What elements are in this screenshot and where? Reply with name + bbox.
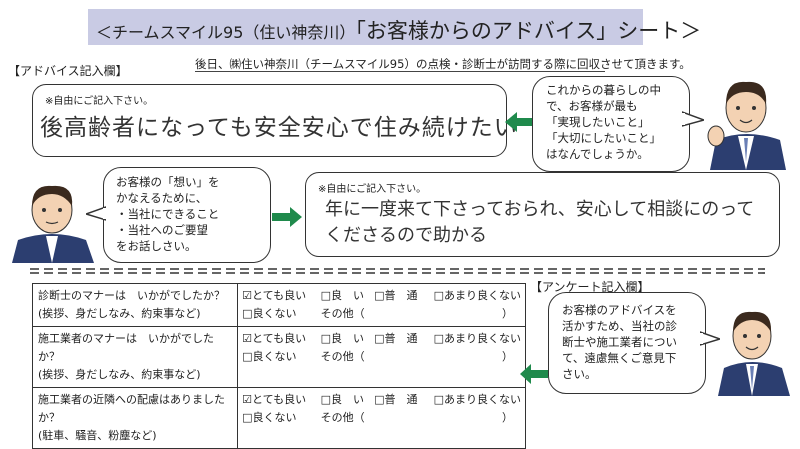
- handwritten-answer-1: 後高齢者になっても安全安心で住み続けたい: [40, 115, 518, 141]
- arrow-left-icon: [520, 364, 548, 384]
- option-other[interactable]: その他（: [320, 350, 365, 363]
- option-bad[interactable]: □良くない: [242, 411, 297, 424]
- advisor-illustration-3: [718, 311, 790, 396]
- title-prefix: ＜チームスマイル95（住い神奈川）: [96, 23, 356, 42]
- bubble-tail-icon: [682, 111, 704, 127]
- survey-options: ☑とても良い □良 い □普 通 □あまり良くない □良くない その他（ ）: [237, 326, 526, 388]
- option-normal[interactable]: □普 通: [374, 332, 418, 345]
- free-entry-note-2: ※自由にご記入下さい。: [318, 184, 427, 195]
- survey-question: 施工業者のマナーは いかがでしたか？(挨拶、身だしなみ、約束事など): [31, 326, 239, 388]
- collection-notice: 後日、㈱住い神奈川（チームスマイル95）の点検・診断士が訪問する際に回収させて頂…: [195, 57, 691, 71]
- option-very-good[interactable]: ☑とても良い: [242, 332, 307, 345]
- header-banner: [88, 9, 643, 45]
- bubble-tail-icon: [700, 331, 720, 346]
- section-divider: [30, 268, 765, 274]
- option-not-good[interactable]: □あまり良くない: [433, 289, 521, 302]
- prompt-bubble-2: [103, 167, 271, 263]
- handwritten-answer-2: 年に一度来て下さっておられ、安心して相談にのって くださるので助かる: [325, 199, 755, 246]
- option-good[interactable]: □良 い: [320, 332, 364, 345]
- option-bad[interactable]: □良くない: [242, 307, 297, 320]
- notice-underline: [195, 71, 605, 72]
- option-very-good[interactable]: ☑とても良い: [242, 289, 307, 302]
- survey-row: 施工業者の近隣への配慮はありましたか？(駐車、騒音、粉塵など) ☑とても良い □…: [31, 387, 526, 449]
- bubble-tail-icon: [86, 206, 106, 221]
- advice-box-2[interactable]: [305, 172, 780, 257]
- survey-row: 施工業者のマナーは いかがでしたか？(挨拶、身だしなみ、約束事など) ☑とても良…: [31, 326, 526, 388]
- advice-section-label: 【アドバイス記入欄】: [8, 64, 128, 78]
- survey-row: 診断士のマナーは いかがでしたか？(挨拶、身だしなみ、約束事など) ☑とても良い…: [31, 283, 526, 327]
- page-title: ＜チームスマイル95（住い神奈川）「お客様からのアドバイス」シート＞: [96, 15, 701, 45]
- survey-section-label: 【アンケート記入欄】: [530, 280, 650, 294]
- prompt-text-2: お客様の「想い」を かなえるために、 ・当社にできること ・当社へのご要望 をお…: [116, 175, 220, 253]
- prompt-text-1: これからの暮らしの中 で、お客様が最も 「実現したいこと」 「大切にしたいこと」…: [546, 83, 661, 161]
- title-main: 「お客様からのアドバイス」シート＞: [355, 19, 702, 43]
- option-other[interactable]: その他（: [320, 307, 365, 320]
- option-not-good[interactable]: □あまり良くない: [433, 393, 521, 406]
- free-entry-note-1: ※自由にご記入下さい。: [45, 96, 154, 107]
- survey-question: 施工業者の近隣への配慮はありましたか？(駐車、騒音、粉塵など): [31, 387, 239, 449]
- option-very-good[interactable]: ☑とても良い: [242, 393, 307, 406]
- other-close-paren: ）: [502, 350, 513, 363]
- option-good[interactable]: □良 い: [320, 393, 364, 406]
- other-close-paren: ）: [502, 307, 513, 320]
- option-not-good[interactable]: □あまり良くない: [433, 332, 521, 345]
- option-normal[interactable]: □普 通: [374, 393, 418, 406]
- checked-box-icon: ☑: [242, 289, 252, 302]
- survey-options: ☑とても良い □良 い □普 通 □あまり良くない □良くない その他（ ）: [237, 387, 526, 449]
- option-other[interactable]: その他（: [320, 411, 365, 424]
- advice-box-1[interactable]: [32, 84, 507, 157]
- survey-question: 診断士のマナーは いかがでしたか？(挨拶、身だしなみ、約束事など): [31, 283, 239, 327]
- prompt-text-3: お客様のアドバイスを 活かすため、当社の診 断士や施工業者につい て、遠慮無くご…: [562, 303, 677, 381]
- option-good[interactable]: □良 い: [320, 289, 364, 302]
- survey-table: 診断士のマナーは いかがでしたか？(挨拶、身だしなみ、約束事など) ☑とても良い…: [31, 283, 526, 449]
- survey-options: ☑とても良い □良 い □普 通 □あまり良くない □良くない その他（ ）: [237, 283, 526, 327]
- other-close-paren: ）: [502, 411, 513, 424]
- checked-box-icon: ☑: [242, 332, 252, 345]
- arrow-left-icon: [505, 112, 535, 132]
- prompt-bubble-1: [532, 76, 690, 172]
- advisor-illustration-1: [707, 81, 786, 170]
- prompt-bubble-3: [548, 292, 706, 394]
- arrow-right-icon: [272, 207, 302, 227]
- option-normal[interactable]: □普 通: [374, 289, 418, 302]
- option-bad[interactable]: □良くない: [242, 350, 297, 363]
- advisor-illustration-2: [12, 185, 94, 263]
